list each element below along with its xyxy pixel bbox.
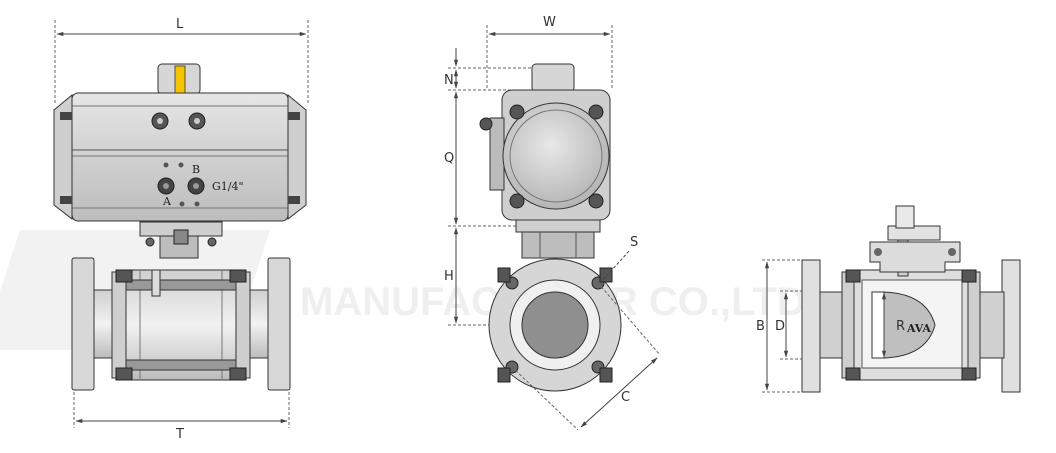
flange-right [267,257,291,391]
dim-label-n: N [444,73,454,88]
section-view: B D AVA R [756,205,1021,393]
dim-label-c: C [621,390,630,405]
ball [879,291,936,359]
port-b-label: B [192,163,200,176]
leader-s [599,249,631,284]
actuator-end-cap-right [287,93,307,221]
position-indicator [174,65,186,95]
dim-label-r: R [896,319,905,334]
dim-label-t: T [175,427,184,442]
valve-bore [521,291,589,359]
dim-label-b: B [756,319,765,334]
section-flange-left [801,259,821,393]
dim-label-h: H [444,269,454,284]
side-indicator-housing [531,63,575,93]
dim-line-c [580,357,658,428]
thread-size-label: G1/4" [212,180,244,193]
dim-label-s: S [630,235,638,250]
dim-label-w: W [543,15,556,30]
actuator-body [71,92,289,222]
section-flange-right [1001,259,1021,393]
actuator-end-cap-left [53,93,73,221]
port-a-label: A [162,195,172,208]
side-view: W N Q H [444,15,661,431]
front-view: L A B G1/4" [53,17,309,442]
dim-label-d: D [775,319,785,334]
actuator-end-cover [502,102,610,210]
valve-marking: AVA [906,322,931,335]
dim-label-l: L [176,17,184,32]
flange-left [71,257,95,391]
dim-label-q: Q [444,151,454,166]
